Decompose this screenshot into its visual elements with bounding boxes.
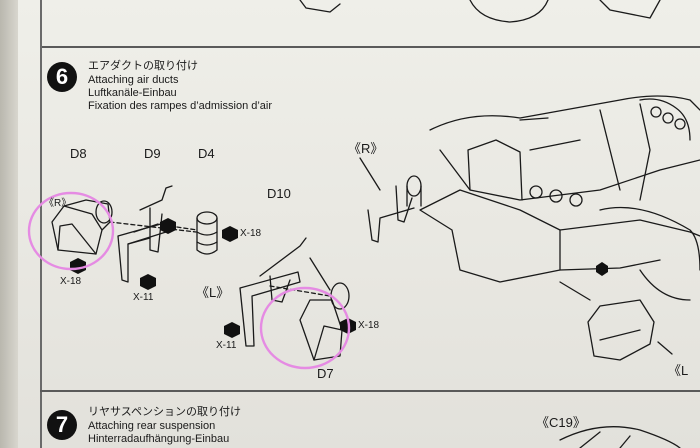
step-6-heading: エアダクトの取り付け Attaching air ducts Luftkanäl… [88, 60, 272, 113]
step-7-heading: リヤサスペンションの取り付け Attaching rear suspension… [88, 406, 241, 446]
step-7-title-de: Hinterradaufhängung-Einbau [88, 433, 230, 445]
part-label-d7: D7 [317, 366, 334, 381]
chassis-assembly [419, 95, 700, 301]
part-label-d10: D10 [267, 186, 291, 201]
step-7-title-en: Attaching rear suspension [88, 420, 216, 432]
step-7-title-jp: リヤサスペンションの取り付け [88, 406, 242, 418]
previous-step-art [299, 0, 661, 23]
screw-x11-b-head [224, 322, 240, 338]
side-label-right-small: 《R》 [44, 198, 72, 209]
highlight-circle-d7 [259, 286, 351, 370]
side-label-left-large: 《L [668, 363, 689, 378]
page-edge [0, 0, 18, 448]
screw-x18-a-head [70, 258, 86, 274]
screw-x18-b-head [222, 226, 238, 242]
chassis-duct-left [587, 299, 655, 361]
step-7-badge: 7 [47, 410, 77, 440]
left-frame-line [40, 0, 42, 448]
screw-label-x18-a: X-18 [60, 276, 82, 287]
screw-label-x11-a: X-11 [133, 292, 154, 303]
step-6-title-de: Luftkanäle-Einbau [88, 87, 177, 99]
part-label-d8: D8 [70, 146, 87, 161]
part-label-d9: D9 [144, 146, 161, 161]
side-label-right-large: 《R》 [348, 141, 384, 156]
part-label-d4: D4 [198, 146, 215, 161]
chassis-bracket-right [367, 175, 422, 243]
screw-label-x18-c: X-18 [358, 320, 380, 331]
step-6-badge: 6 [47, 62, 77, 92]
screw-label-x18-b: X-18 [240, 228, 262, 239]
screw-x11-a-head [140, 274, 156, 290]
pipe-d4 [196, 211, 218, 255]
bracket-d10 [239, 237, 307, 347]
step-6-title-fr: Fixation des rampes d’admission d’air [88, 100, 273, 112]
step-6-title-en: Attaching air ducts [88, 74, 179, 86]
pointer-lines [309, 157, 673, 355]
bracket-d9 [117, 185, 173, 283]
step-7-preview-art [559, 426, 681, 448]
side-label-left-small: 《L》 [196, 285, 230, 300]
step-6-title-jp: エアダクトの取り付け [88, 60, 198, 72]
assembly-guide-1 [109, 221, 198, 233]
top-divider [40, 46, 700, 48]
highlight-circle-d8 [27, 191, 115, 271]
screw-label-x11-b: X-11 [216, 340, 237, 351]
part-label-c19: 《C19》 [536, 415, 586, 430]
duct-d8-right [51, 199, 113, 255]
bottom-divider [40, 390, 700, 392]
